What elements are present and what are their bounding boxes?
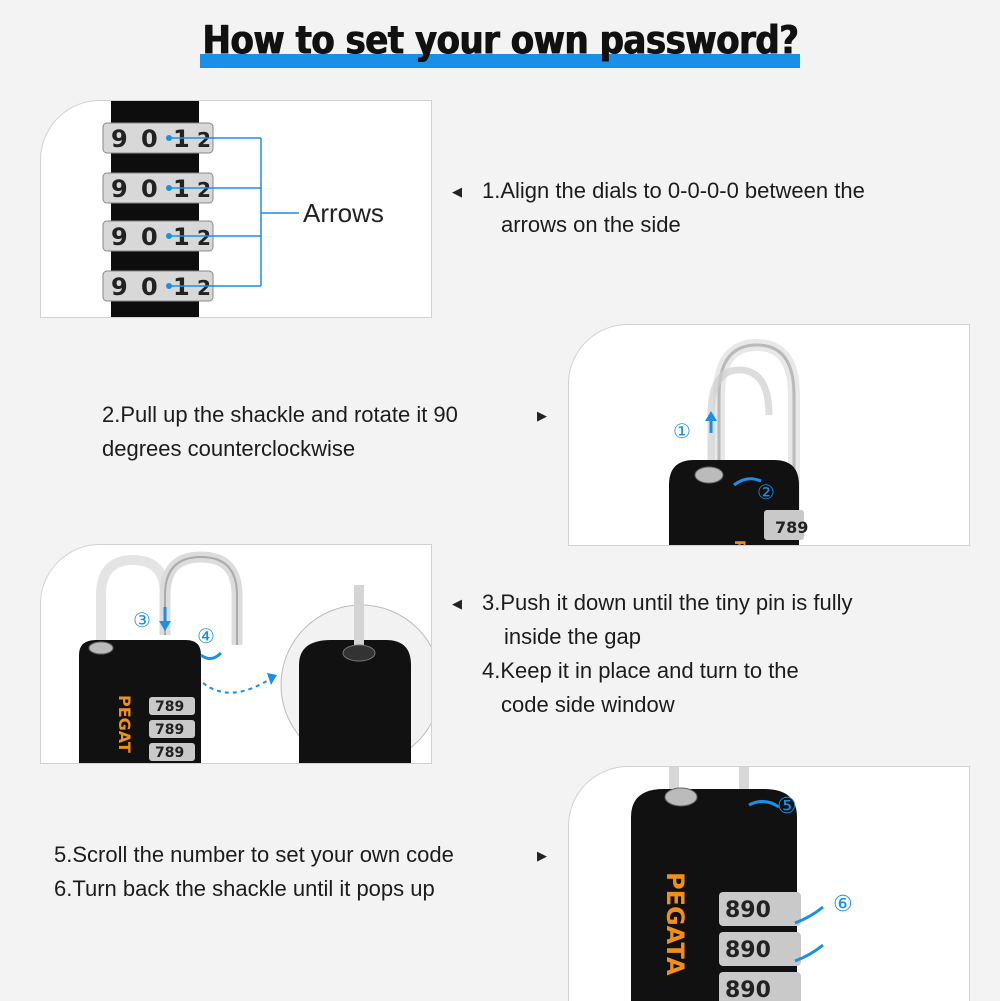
marker-3: ③ [133, 610, 151, 632]
scroll-arrow-icon [794, 943, 824, 963]
page-title: How to set your own password? [202, 18, 798, 64]
title-underline [200, 54, 800, 68]
dial-row: 9 0 1 2 [102, 270, 214, 302]
dial-digit: 9 [111, 125, 128, 153]
dial-digit: 890 [725, 938, 771, 963]
dial-digit: 1 [173, 125, 190, 153]
dial-digit: 0 [141, 273, 158, 301]
dial-digit: 890 [725, 898, 771, 923]
marker-6: ⑥ [833, 891, 853, 916]
dials-illustration: 9 0 1 2 9 0 1 2 9 0 1 2 9 0 1 2 [102, 101, 384, 317]
brand-label: PEGAT [731, 540, 747, 545]
shackle-rotate-illustration: 789 PEGAT ① ② [669, 338, 808, 545]
scroll-arrow-icon [794, 905, 824, 925]
dial-row: 9 0 1 2 [102, 122, 214, 154]
shackle-ghost [707, 366, 773, 495]
dial-row: 9 0 1 2 [102, 172, 214, 204]
dial-digit: 789 [775, 518, 808, 537]
step2-image-panel: 789 PEGAT ① ② [568, 324, 970, 546]
step1-line2: arrows on the side [501, 212, 681, 237]
dial-digit: 1 [173, 175, 190, 203]
step56-image-panel: ⑤ PEGATA 890 890 890 ⑥ [568, 766, 970, 1001]
dial-digit: 789 [155, 722, 184, 738]
push-turn-illustration: 789 789 789 PEGAT ③ ④ [79, 551, 431, 763]
step1-line1: 1.Align the dials to 0-0-0-0 between the [482, 178, 865, 203]
arrows-callout-label: Arrows [303, 198, 384, 228]
arrow-leader-lines [169, 137, 299, 287]
step3-line1: 3.Push it down until the tiny pin is ful… [482, 590, 853, 615]
dial-digit: 789 [155, 745, 184, 761]
dial-digit: 2 [197, 178, 211, 202]
rotate-arrow-icon [748, 800, 780, 809]
step56-text: 5.Scroll the number to set your own code… [54, 838, 454, 906]
pointer-right-icon: ▶ [537, 848, 547, 863]
dial-digit: 2 [197, 276, 211, 300]
step2-text: 2.Pull up the shackle and rotate it 90 d… [102, 398, 458, 466]
step3-line2: inside the gap [504, 624, 641, 649]
dial-window [764, 510, 804, 540]
marker-1: ① [673, 421, 691, 443]
dial-digit: 890 [725, 978, 771, 1001]
set-code-illustration: ⑤ PEGATA 890 890 890 ⑥ [631, 767, 853, 1001]
dial-digit: 2 [197, 128, 211, 152]
marker-4: ④ [197, 626, 215, 648]
marker-2: ② [757, 482, 775, 504]
marker-5: ⑤ [777, 793, 797, 818]
step1-text: 1.Align the dials to 0-0-0-0 between the… [482, 174, 865, 242]
step34-image-panel: 789 789 789 PEGAT ③ ④ [40, 544, 432, 764]
step2-line2: degrees counterclockwise [102, 436, 356, 461]
step34-text: 3.Push it down until the tiny pin is ful… [482, 586, 853, 722]
dial-digit: 9 [111, 273, 128, 301]
dial-digit: 9 [111, 175, 128, 203]
pointer-left-icon: ◀ [452, 184, 462, 199]
step4-line2: code side window [501, 692, 675, 717]
pointer-left-icon: ◀ [452, 596, 462, 611]
step2-line1: 2.Pull up the shackle and rotate it 90 [102, 402, 458, 427]
header: How to set your own password? [200, 18, 800, 70]
dial-row: 9 0 1 2 [102, 220, 214, 252]
step5-line: 5.Scroll the number to set your own code [54, 842, 454, 867]
dial-digit: 0 [141, 125, 158, 153]
dial-digit: 0 [141, 223, 158, 251]
shackle-ghost [96, 554, 170, 645]
rotate-arrow-icon [733, 477, 762, 487]
dial-digit: 0 [141, 175, 158, 203]
dial-digit: 2 [197, 226, 211, 250]
brand-label: PEGATA [661, 872, 689, 976]
dial-digit: 1 [173, 223, 190, 251]
dial-digit: 789 [155, 699, 184, 715]
brand-label: PEGAT [115, 695, 134, 753]
arrow-markers [166, 135, 172, 289]
step6-line: 6.Turn back the shackle until it pops up [54, 876, 435, 901]
step1-image-panel: 9 0 1 2 9 0 1 2 9 0 1 2 9 0 1 2 [40, 100, 432, 318]
dial-digit: 9 [111, 223, 128, 251]
step4-line1: 4.Keep it in place and turn to the [482, 658, 799, 683]
turn-arrow-icon [200, 651, 223, 660]
pointer-right-icon: ▶ [537, 408, 547, 423]
dotted-arrow-icon [202, 676, 274, 694]
dial-digit: 1 [173, 273, 190, 301]
